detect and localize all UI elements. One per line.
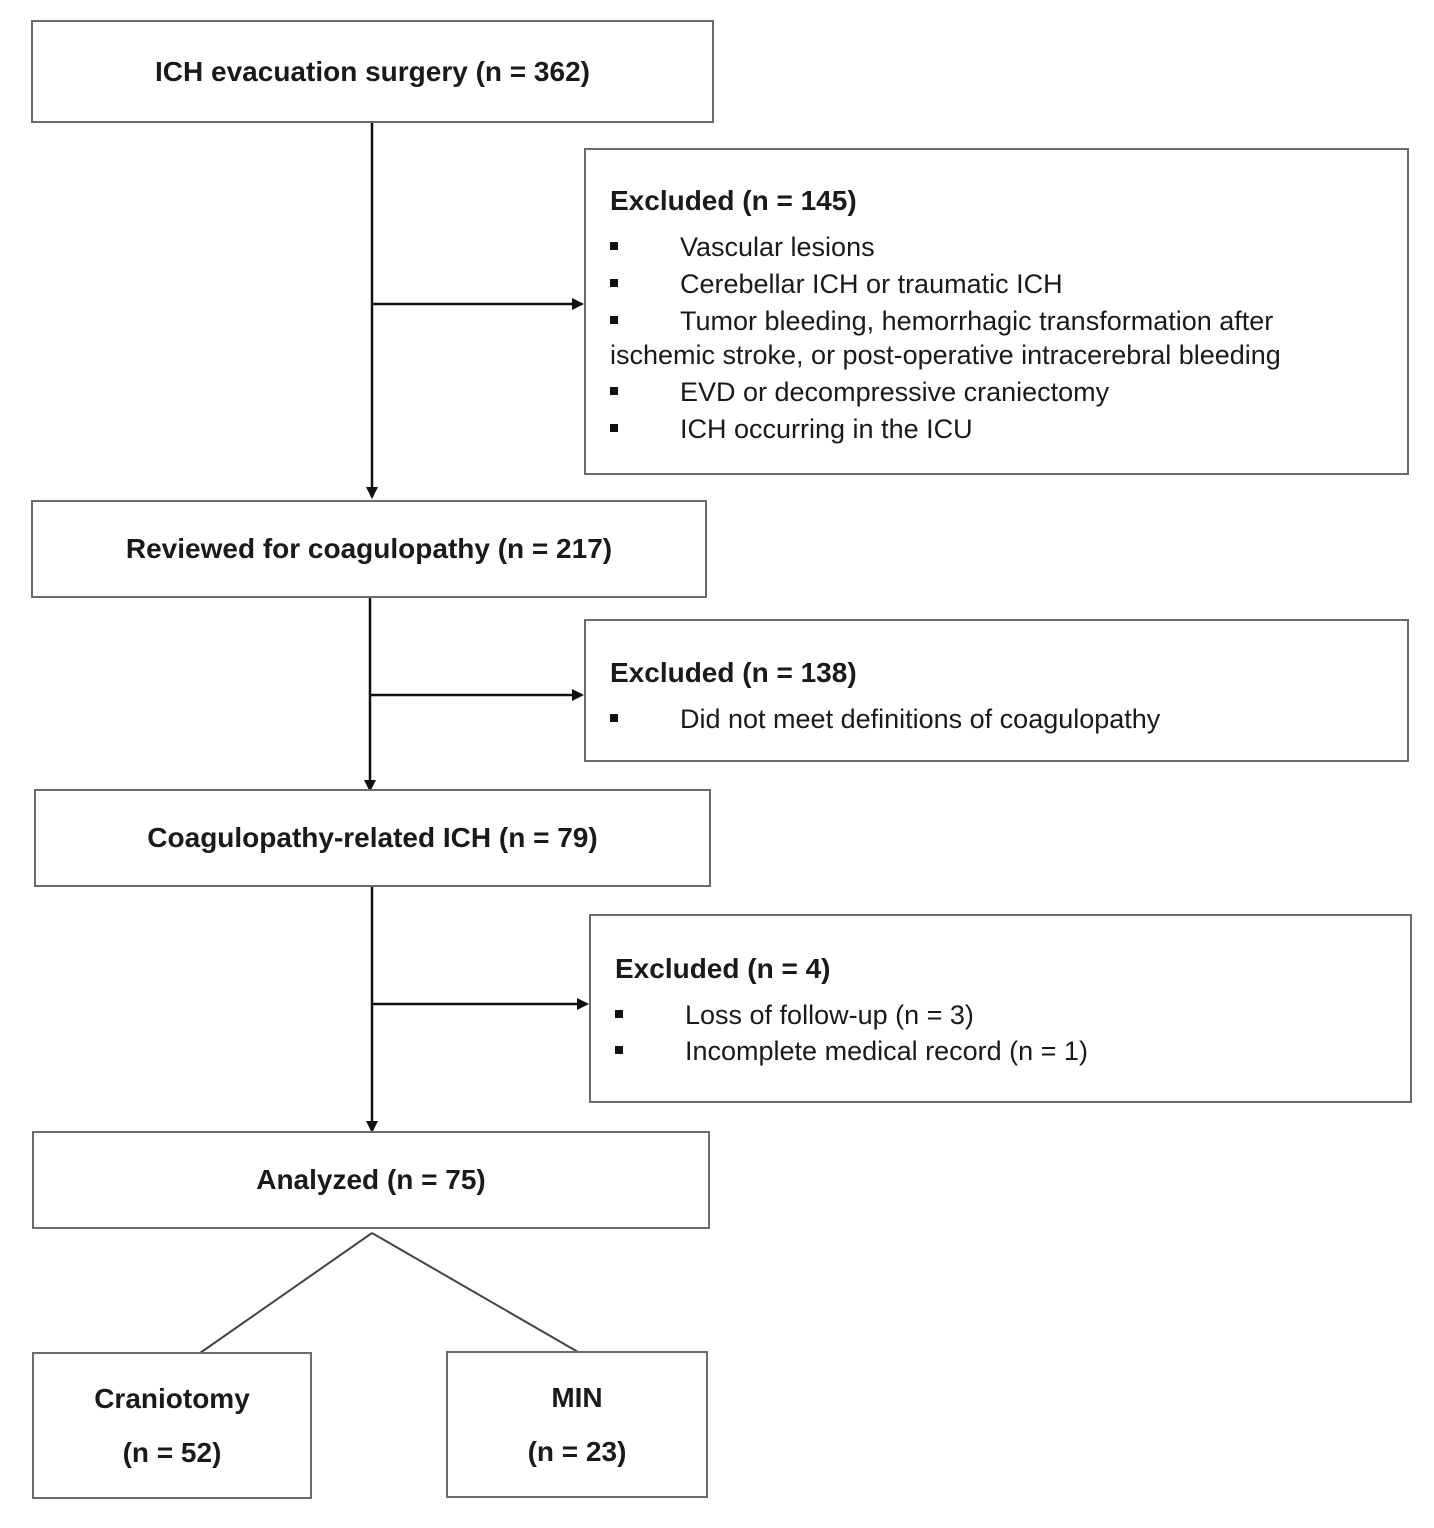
craniotomy-name: Craniotomy (94, 1382, 250, 1414)
box-analyzed-label: Analyzed (n = 75) (256, 1164, 486, 1195)
excluded-1-item: Cerebellar ICH or traumatic ICH (610, 266, 1063, 302)
split-line-left (199, 1232, 373, 1354)
box-surgery: ICH evacuation surgery (n = 362) (31, 20, 714, 123)
excluded-1-item: Vascular lesions (610, 229, 875, 265)
excluded-2-item: Did not meet definitions of coagulopathy (610, 701, 1160, 737)
min-name: MIN (551, 1381, 603, 1413)
box-excluded-3: Excluded (n = 4) Loss of follow-up (n = … (589, 914, 1412, 1103)
box-reviewed-label: Reviewed for coagulopathy (n = 217) (125, 533, 613, 564)
split-line-right (371, 1232, 579, 1353)
box-surgery-label: ICH evacuation surgery (n = 362) (155, 55, 590, 87)
box-min: MIN (n = 23) (446, 1351, 708, 1498)
craniotomy-count: (n = 52) (122, 1436, 222, 1468)
bullet-icon (610, 241, 618, 250)
bullet-icon (615, 1009, 623, 1018)
excluded-1-item-continuation: ischemic stroke, or post-operative intra… (610, 340, 1281, 370)
bullet-icon (610, 386, 618, 395)
excluded-2-title: Excluded (n = 138) (610, 657, 857, 688)
bullet-icon (610, 713, 618, 722)
excluded-1-item: EVD or decompressive craniectomy (610, 374, 1109, 410)
box-analyzed: Analyzed (n = 75) (32, 1131, 710, 1229)
min-count: (n = 23) (527, 1435, 627, 1467)
box-excluded-2: Excluded (n = 138) Did not meet definiti… (584, 619, 1409, 762)
excluded-3-item: Incomplete medical record (n = 1) (615, 1033, 1088, 1069)
excluded-1-title: Excluded (n = 145) (610, 185, 857, 216)
bullet-icon (610, 423, 618, 432)
bullet-icon (610, 315, 618, 324)
excluded-3-title: Excluded (n = 4) (615, 953, 831, 984)
bullet-icon (615, 1045, 623, 1054)
bullet-icon (610, 278, 618, 287)
excluded-1-item: Tumor bleeding, hemorrhagic transformati… (610, 303, 1273, 339)
box-coagulopathy-label: Coagulopathy-related ICH (n = 79) (147, 822, 598, 853)
box-reviewed: Reviewed for coagulopathy (n = 217) (31, 500, 707, 598)
box-craniotomy: Craniotomy (n = 52) (32, 1352, 312, 1499)
box-excluded-1: Excluded (n = 145) Vascular lesions Cere… (584, 148, 1409, 475)
excluded-1-item: ICH occurring in the ICU (610, 411, 973, 447)
box-coagulopathy: Coagulopathy-related ICH (n = 79) (34, 789, 711, 887)
excluded-3-item: Loss of follow-up (n = 3) (615, 997, 974, 1033)
